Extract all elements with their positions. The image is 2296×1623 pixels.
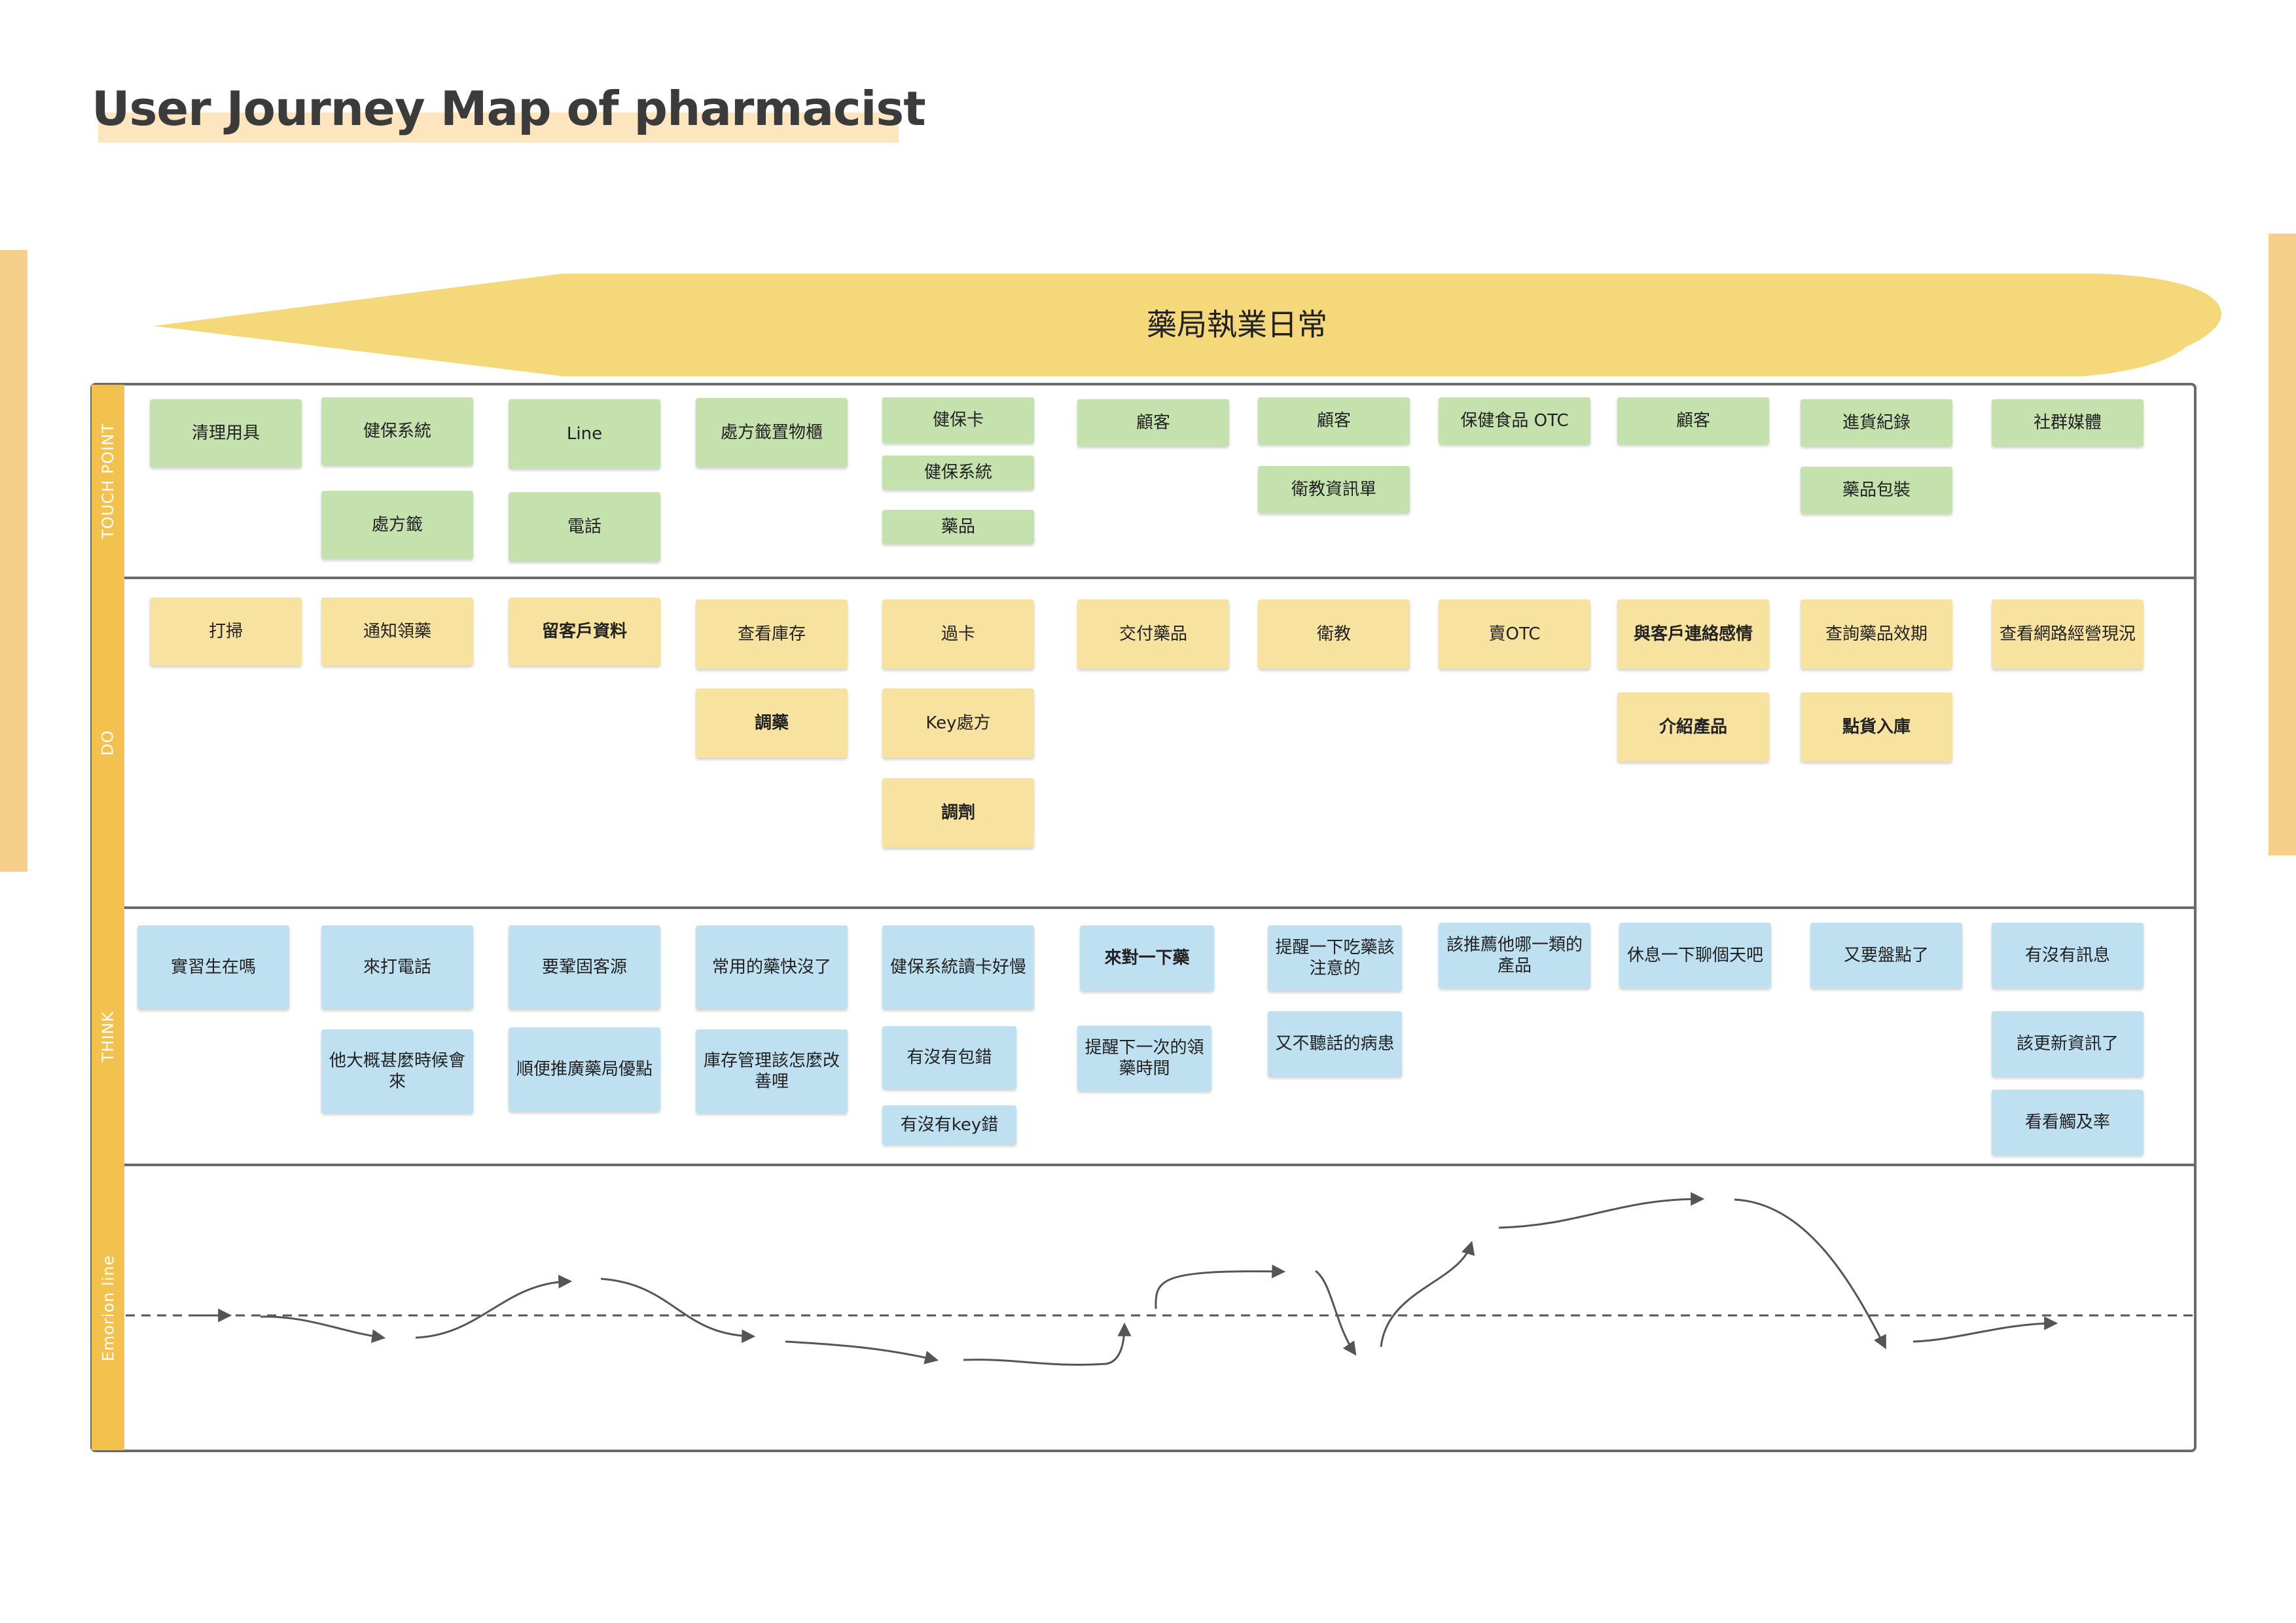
touch-point-note: 藥品包裝 [1801, 467, 1952, 514]
touch-point-note: 電話 [509, 492, 660, 562]
do-note: 查看網路經營現況 [1992, 599, 2144, 669]
do-note: 與客戶連絡感情 [1617, 599, 1769, 669]
touch-point-note: 健保系統 [321, 397, 473, 465]
touch-point-note: 健保卡 [882, 397, 1034, 443]
think-note: 有沒有key錯 [882, 1105, 1016, 1145]
do-note: 查看庫存 [696, 599, 848, 669]
emotion-segment [1155, 1264, 1286, 1310]
think-note: 有沒有訊息 [1992, 923, 2144, 988]
left-accent-bar [0, 250, 27, 872]
do-note: 查詢藥品效期 [1801, 599, 1952, 669]
emotion-segment [1498, 1192, 1705, 1229]
touch-point-note: 處方籤 [321, 491, 473, 559]
touch-point-note: 顧客 [1077, 399, 1229, 446]
do-note: 調劑 [882, 778, 1034, 847]
touch-point-note: 藥品 [882, 510, 1034, 544]
title-highlight [98, 113, 899, 143]
page-title: User Journey Map of pharmacist [92, 81, 926, 136]
emotion-segment [260, 1315, 386, 1344]
do-note: 交付藥品 [1077, 599, 1229, 669]
think-note: 健保系統讀卡好慢 [882, 925, 1034, 1009]
do-note: 衛教 [1258, 599, 1410, 669]
touch-point-note: 處方籤置物櫃 [696, 398, 848, 467]
emotion-segment [1734, 1198, 1886, 1349]
emotion-segment [785, 1340, 939, 1364]
touch-point-note: 衛教資訊單 [1258, 466, 1410, 513]
touch-point-note: 顧客 [1617, 397, 1769, 444]
think-note: 有沒有包錯 [882, 1026, 1016, 1089]
emotion-segment [963, 1322, 1132, 1366]
touch-point-note: 社群媒體 [1992, 399, 2144, 446]
do-note: 打掃 [150, 597, 302, 666]
touch-point-note: 進貨紀錄 [1801, 399, 1952, 446]
think-note: 該更新資訊了 [1992, 1011, 2144, 1077]
touch-point-note: 健保系統 [882, 455, 1034, 490]
row-divider [90, 577, 2197, 579]
touch-point-note: 清理用具 [150, 399, 302, 467]
think-note: 提醒下一次的領藥時間 [1077, 1026, 1211, 1091]
think-note: 實習生在嗎 [137, 925, 289, 1009]
do-note: Key處方 [882, 688, 1034, 758]
right-accent-bar [2269, 234, 2296, 855]
think-note: 他大概甚麼時候會來 [321, 1029, 473, 1113]
think-note: 來對一下藥 [1080, 925, 1214, 991]
emotion-segment [415, 1274, 573, 1339]
think-note: 順便推廣藥局優點 [509, 1027, 660, 1111]
think-note: 庫存管理該怎麼改善哩 [696, 1029, 848, 1113]
do-note: 賣OTC [1439, 599, 1590, 669]
banner-title: 藥局執業日常 [1147, 307, 1327, 342]
row-divider [90, 1164, 2197, 1166]
do-note: 留客戶資料 [509, 597, 660, 666]
touch-point-note: 顧客 [1258, 397, 1410, 444]
row-label-bar [92, 385, 124, 1450]
do-note: 點貨入庫 [1801, 692, 1952, 762]
think-note: 又不聽話的病患 [1268, 1011, 1402, 1077]
emotion-segment [600, 1277, 756, 1344]
do-note: 通知領藥 [321, 597, 473, 666]
think-note: 該推薦他哪一類的產品 [1439, 923, 1590, 988]
think-note: 休息一下聊個天吧 [1619, 923, 1771, 988]
think-note: 常用的藥快沒了 [696, 925, 848, 1009]
do-note: 調藥 [696, 688, 848, 758]
touch-point-note: Line [509, 399, 660, 469]
think-note: 提醒一下吃藥該注意的 [1268, 925, 1402, 991]
emotion-segment [1912, 1316, 2058, 1343]
think-note: 看看觸及率 [1992, 1090, 2144, 1155]
do-note: 過卡 [882, 599, 1034, 669]
think-note: 來打電話 [321, 925, 473, 1009]
do-note: 介紹產品 [1617, 692, 1769, 762]
emotion-segment [1380, 1240, 1475, 1347]
emotion-segment [1315, 1270, 1357, 1356]
touch-point-note: 保健食品 OTC [1439, 397, 1590, 444]
row-divider [90, 906, 2197, 909]
think-note: 又要盤點了 [1810, 923, 1962, 988]
think-note: 要鞏固客源 [509, 925, 660, 1009]
